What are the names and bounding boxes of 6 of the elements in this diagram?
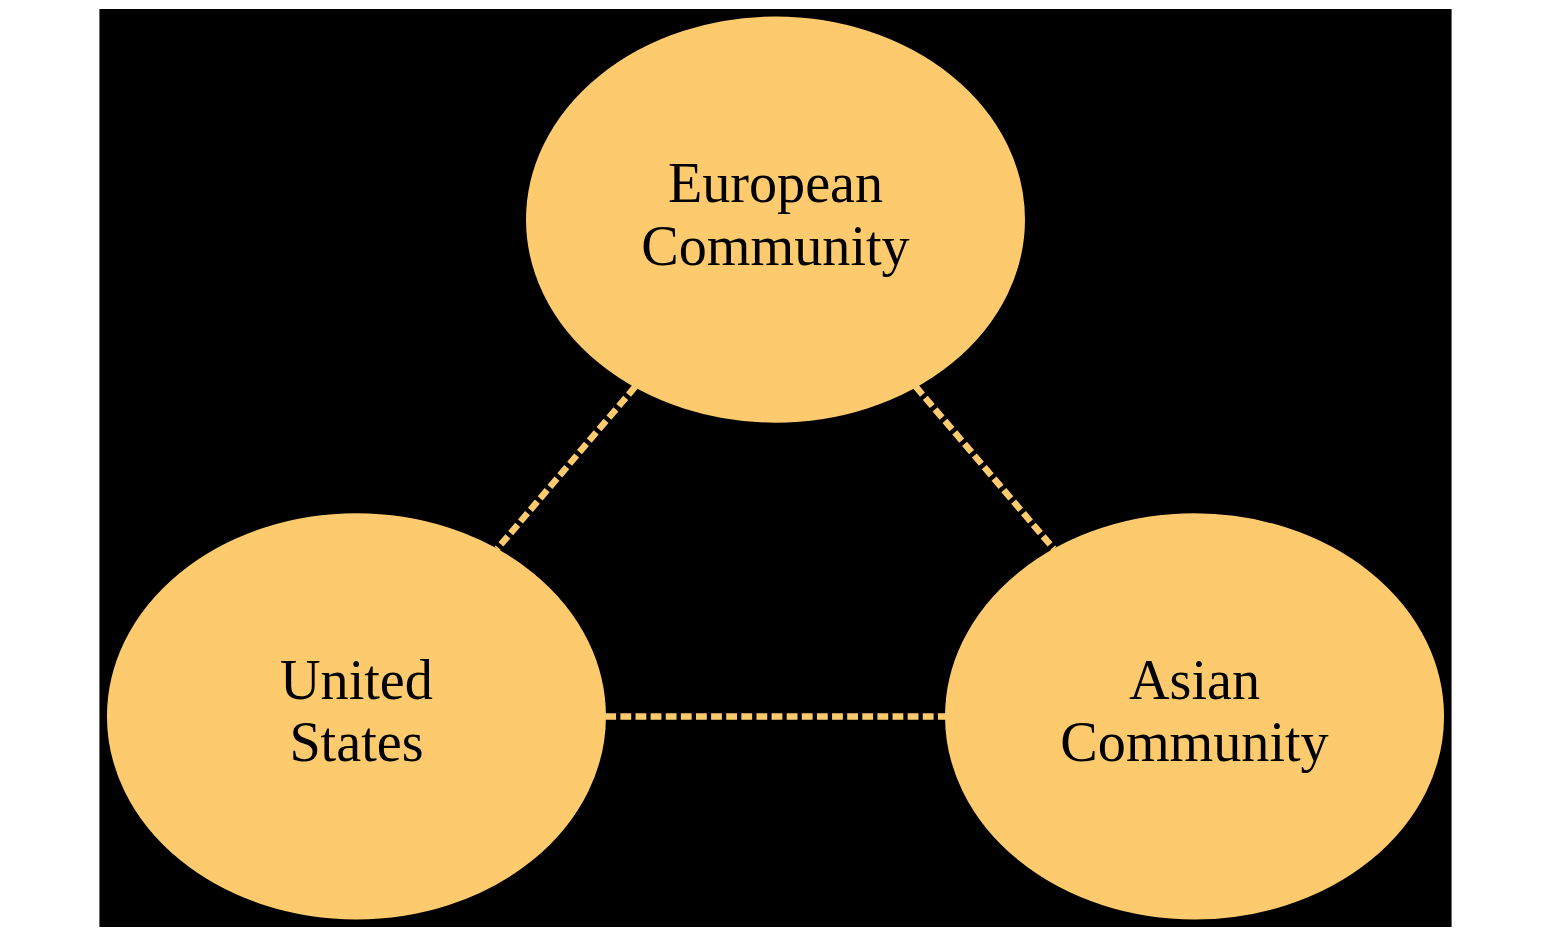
connector [913,383,1057,551]
connector [494,383,638,551]
node-ellipse: European Community [526,16,1025,423]
node-ellipse: Asian Community [945,512,1444,919]
connector [605,712,946,720]
node-ellipse: United States [107,512,606,919]
